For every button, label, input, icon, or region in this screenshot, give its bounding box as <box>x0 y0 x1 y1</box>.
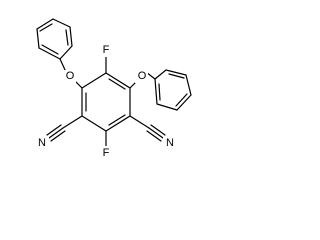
oxygen-left-label: O <box>66 70 75 82</box>
phenyl-left <box>36 18 73 73</box>
atom-labels: F F O O N N <box>35 44 177 159</box>
nitrile-right <box>129 115 166 142</box>
central-benzene-ring <box>81 72 131 132</box>
fluorine-bottom-label: F <box>103 147 110 159</box>
nitrile-left <box>46 115 83 142</box>
fluorine-top-label: F <box>103 44 110 56</box>
oxygen-right-label: O <box>138 70 147 82</box>
phenyl-right <box>145 69 192 111</box>
nitrile-right-label: N <box>166 137 174 149</box>
substituent-bonds <box>73 56 139 147</box>
chemical-structure: F F O O N N <box>35 18 192 159</box>
nitrile-left-label: N <box>38 137 46 149</box>
